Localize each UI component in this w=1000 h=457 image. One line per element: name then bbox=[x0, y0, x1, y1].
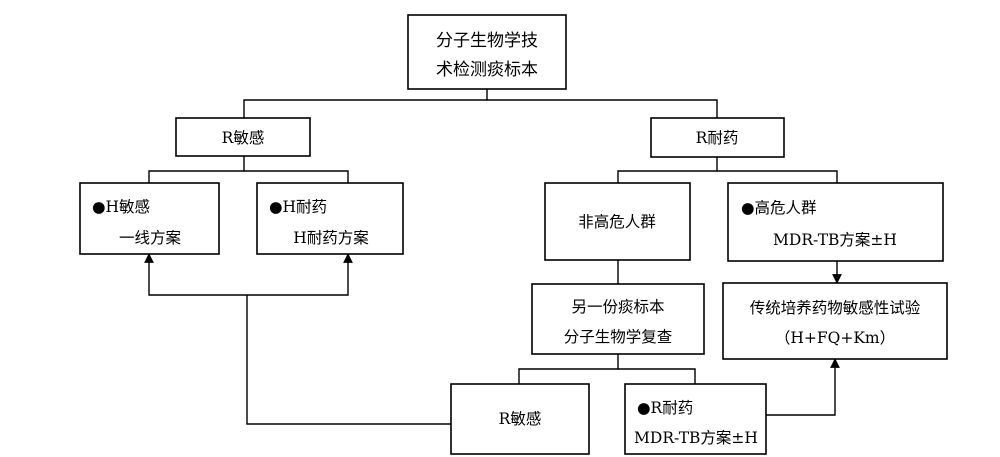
node-h-sensitive-line2: 一线方案 bbox=[119, 229, 182, 247]
bullet-icon: ● bbox=[741, 199, 755, 217]
connector-root-right bbox=[487, 99, 718, 118]
node-root-line1: 分子生物学技 bbox=[436, 31, 538, 51]
connector-recheck-right bbox=[618, 368, 696, 384]
node-r-resistant-2: ●R耐药 MDR-TB方案±H bbox=[624, 383, 767, 455]
arrow-rres2-culture bbox=[766, 358, 840, 416]
node-h-resistant-line1: ●H耐药 bbox=[269, 198, 327, 216]
bullet-icon: ● bbox=[92, 198, 106, 216]
node-h-resistant-line2: H耐药方案 bbox=[293, 229, 369, 247]
node-r-sensitive-label: R敏感 bbox=[222, 129, 265, 147]
node-recheck: 另一份痰标本 分子生物学复查 bbox=[531, 283, 705, 355]
connector-rres-right bbox=[717, 170, 838, 183]
arrow-back-hres bbox=[247, 253, 353, 296]
node-culture-dst: 传统培养药物敏感性试验 （H+FQ+Km） bbox=[722, 282, 948, 360]
node-recheck-line1: 另一份痰标本 bbox=[571, 298, 664, 316]
connector-rsens-branch bbox=[148, 156, 245, 183]
connector-rsens2-back bbox=[246, 295, 451, 425]
node-recheck-line2: 分子生物学复查 bbox=[564, 328, 673, 346]
connector-recheck-branch bbox=[518, 354, 619, 384]
node-h-resistant: ●H耐药 H耐药方案 bbox=[256, 182, 404, 255]
node-h-sensitive-line1: ●H敏感 bbox=[92, 198, 150, 216]
node-r-sensitive: R敏感 bbox=[175, 117, 311, 157]
connectors bbox=[144, 89, 842, 425]
node-high-risk: ●高危人群 MDR-TB方案±H bbox=[727, 182, 944, 262]
node-non-high-risk: 非高危人群 bbox=[544, 182, 691, 261]
node-culture-dst-line2: （H+FQ+Km） bbox=[775, 329, 895, 347]
node-high-risk-line2: MDR-TB方案±H bbox=[773, 231, 897, 249]
bullet-icon: ● bbox=[637, 399, 651, 417]
node-culture-dst-line1: 传统培养药物敏感性试验 bbox=[750, 299, 921, 317]
node-root: 分子生物学技 术检测痰标本 bbox=[407, 14, 567, 90]
node-r-resistant-label: R耐药 bbox=[696, 129, 739, 147]
node-high-risk-line1: ●高危人群 bbox=[741, 199, 817, 217]
node-r-sensitive-2: R敏感 bbox=[450, 383, 590, 455]
connector-root-branch bbox=[243, 89, 488, 118]
connector-rsens-right bbox=[244, 170, 349, 183]
bullet-icon: ● bbox=[269, 198, 283, 216]
node-root-line2: 术检测痰标本 bbox=[436, 60, 538, 80]
arrow-back-hsens bbox=[144, 253, 247, 296]
node-non-high-risk-label: 非高危人群 bbox=[578, 213, 656, 231]
node-r-sensitive-2-label: R敏感 bbox=[499, 410, 542, 428]
node-r-resistant-2-line2: MDR-TB方案±H bbox=[634, 429, 758, 447]
node-h-sensitive: ●H敏感 一线方案 bbox=[79, 182, 220, 255]
connector-rres-branch bbox=[617, 157, 718, 183]
node-r-resistant-2-line1: ●R耐药 bbox=[637, 399, 693, 417]
node-r-resistant: R耐药 bbox=[650, 117, 785, 158]
